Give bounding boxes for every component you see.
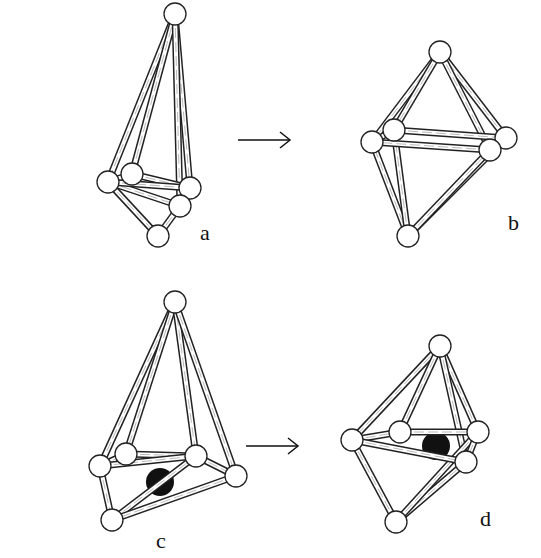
metal-cluster	[361, 41, 517, 247]
arrow-shaft	[238, 139, 290, 141]
atom-sphere	[164, 3, 186, 25]
reaction-arrow	[246, 438, 298, 454]
bond-tube	[175, 14, 180, 206]
bond-shade	[108, 14, 175, 182]
panel-letter: a	[200, 222, 210, 244]
bond-tube	[396, 432, 478, 522]
arrow-shaft	[246, 445, 298, 447]
atom-sphere	[89, 455, 111, 477]
bond-shade	[394, 52, 440, 130]
bond-tube	[372, 142, 490, 150]
panel-letter: b	[508, 212, 519, 234]
atom-sphere	[185, 445, 207, 467]
metal-cluster	[97, 3, 201, 247]
bond-tube-core	[132, 14, 175, 174]
bond-shade	[132, 14, 175, 174]
bond-shade	[100, 302, 175, 466]
bond-tube-core	[108, 14, 175, 182]
atom-sphere	[361, 131, 383, 153]
bond-tube-core	[100, 302, 175, 466]
bond-tube-core	[394, 52, 440, 130]
bond-tube	[408, 150, 490, 236]
bond-tube-core	[175, 14, 180, 206]
bond-tube	[352, 440, 466, 462]
bond-tube	[100, 456, 196, 466]
bond-tube-core	[394, 130, 506, 138]
bond-tube	[394, 52, 440, 130]
bond-tube-core	[112, 476, 236, 520]
atom-sphere	[115, 443, 137, 465]
bond-tube-core	[175, 302, 236, 476]
bond-shade	[352, 440, 396, 522]
bond-tube	[408, 138, 506, 236]
reaction-arrow	[238, 132, 290, 148]
arrow-head	[288, 438, 298, 454]
bond-tube-core	[408, 138, 506, 236]
bond-tube	[394, 130, 506, 138]
bond-tube	[132, 14, 175, 174]
bond-shade	[372, 142, 490, 150]
atom-sphere	[169, 195, 191, 217]
bond-tube	[112, 476, 236, 520]
bond-shade	[175, 14, 180, 206]
bond-tube-core	[400, 430, 478, 434]
bond-tube-core	[352, 440, 466, 462]
bond-tube	[352, 440, 396, 522]
atom-sphere	[467, 421, 489, 443]
bond-tube	[108, 14, 175, 182]
bond-shade	[408, 138, 506, 236]
atom-sphere	[147, 225, 169, 247]
bond-tube-core	[396, 432, 478, 522]
bond-shade	[108, 182, 190, 188]
bond-shade	[352, 440, 466, 462]
bond-shade	[126, 302, 175, 454]
bond-tube	[108, 182, 190, 188]
bond-shade	[394, 130, 506, 138]
bond-tube-core	[352, 440, 396, 522]
atom-sphere	[341, 429, 363, 451]
bond-shade	[112, 476, 236, 520]
metal-cluster	[341, 335, 489, 533]
bond-tube	[126, 302, 175, 454]
atom-sphere	[429, 335, 451, 357]
bond-shade	[408, 150, 490, 236]
atom-sphere	[479, 139, 501, 161]
atom-sphere	[385, 511, 407, 533]
bond-tube	[175, 302, 236, 476]
atom-sphere	[121, 163, 143, 185]
bond-tube	[400, 429, 478, 436]
arrow-head	[280, 132, 290, 148]
atom-sphere	[225, 465, 247, 487]
bond-shade	[400, 432, 478, 433]
atom-sphere	[101, 509, 123, 531]
atom-sphere	[455, 451, 477, 473]
bond-tube-core	[108, 182, 190, 188]
atom-sphere	[164, 291, 186, 313]
bond-shade	[175, 302, 236, 476]
bond-tube-core	[400, 346, 440, 432]
atom-sphere	[389, 421, 411, 443]
atom-sphere	[97, 171, 119, 193]
panel-letter: c	[156, 530, 166, 552]
bond-shade	[396, 432, 478, 522]
bond-tube-core	[126, 302, 175, 454]
atom-sphere	[397, 225, 419, 247]
panel-letter: d	[480, 508, 491, 530]
bond-tube-core	[408, 150, 490, 236]
bond-shade	[400, 346, 440, 432]
atom-sphere	[383, 119, 405, 141]
bond-tube	[100, 302, 175, 466]
atom-sphere	[429, 41, 451, 63]
metal-cluster	[89, 291, 247, 531]
bond-tube	[400, 346, 440, 432]
bond-tube-core	[100, 456, 196, 466]
bond-tube-core	[372, 142, 490, 150]
bond-shade	[100, 456, 196, 466]
